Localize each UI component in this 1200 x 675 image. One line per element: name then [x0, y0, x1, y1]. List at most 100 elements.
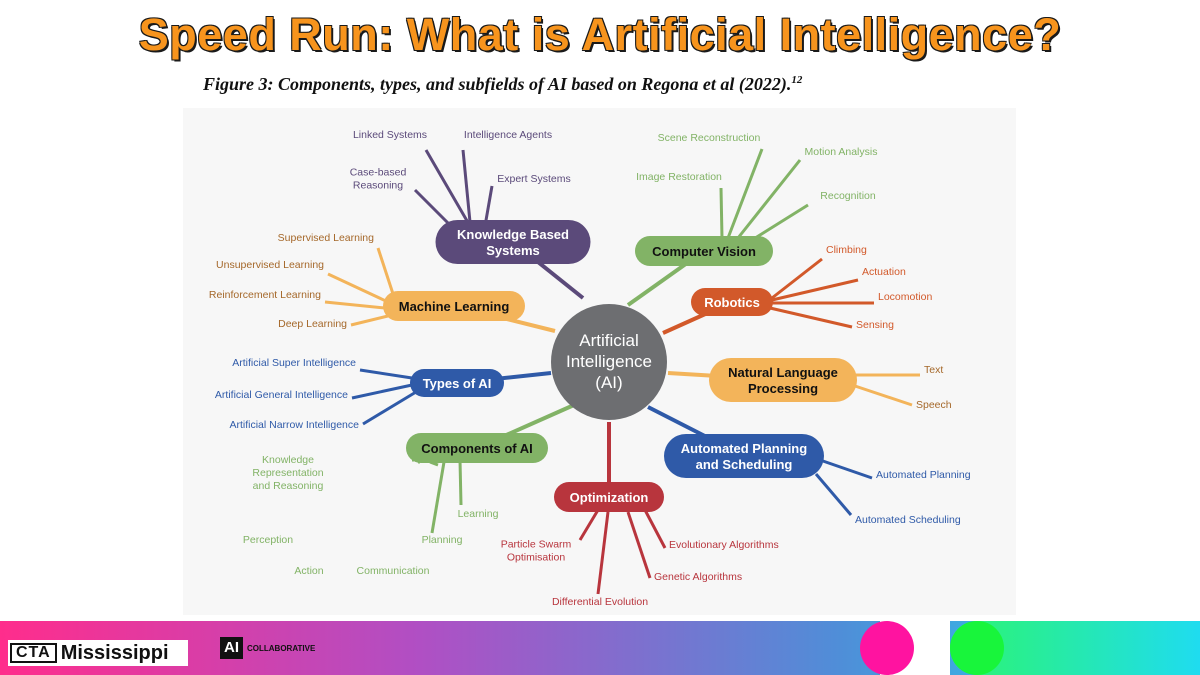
leaf-label-line: Artificial Narrow Intelligence [229, 419, 359, 431]
figure-caption: Figure 3: Components, types, and subfiel… [203, 74, 802, 95]
leaf-label-line: Automated Scheduling [855, 514, 961, 526]
hub-label: Types of AI [423, 376, 492, 391]
leaf-connector-kbs-3 [483, 185, 494, 227]
leaf-label-line: Image Restoration [636, 171, 722, 183]
hub-label-line: Types of AI [423, 376, 492, 391]
leaf-label-line: Linked Systems [353, 129, 427, 141]
center-label-line: Intelligence [566, 352, 652, 371]
leaf-label: Motion Analysis [805, 146, 878, 158]
leaf-connector-kbs-1 [461, 149, 472, 223]
leaf-connector-rob-3 [769, 306, 853, 329]
leaf-label: Speech [916, 399, 952, 411]
hub-opt [554, 482, 664, 512]
figure-caption-text: Figure 3: Components, types, and subfiel… [203, 74, 792, 94]
leaf-label-line: Text [924, 364, 943, 376]
cta-logo-text: Mississippi [60, 641, 169, 664]
leaf-label-line: Artificial Super Intelligence [232, 357, 356, 369]
leaf-label-line: Differential Evolution [552, 596, 648, 608]
leaf-label: Planning [422, 534, 463, 546]
ai-logo-text: COLLABORATIVE [247, 643, 316, 653]
leaf-connector-cv-0 [726, 148, 764, 239]
leaf-connector-opt-0 [578, 509, 600, 541]
leaf-label: Perception [243, 534, 293, 546]
leaf-connector-aps-1 [814, 473, 853, 516]
leaf-label: Differential Evolution [552, 596, 648, 608]
leaf-connector-comp-1 [458, 459, 463, 506]
leaf-connector-opt-3 [596, 511, 610, 595]
leaf-label-line: Recognition [820, 190, 876, 202]
pink-dot [860, 621, 914, 675]
leaf-connector-ml-1 [327, 272, 389, 304]
center-label-line: (AI) [595, 373, 622, 392]
leaf-label-line: Speech [916, 399, 952, 411]
leaf-label: Deep Learning [278, 318, 347, 330]
leaf-label-line: Actuation [862, 266, 906, 278]
leaf-label-line: Motion Analysis [805, 146, 878, 158]
leaf-label: Genetic Algorithms [654, 571, 742, 583]
hub-label-line: and Scheduling [696, 457, 793, 472]
leaf-label-line: Reasoning [353, 180, 403, 192]
leaf-label-line: Intelligence Agents [464, 129, 552, 141]
leaf-connector-ml-0 [376, 247, 397, 301]
hub-label: Optimization [570, 490, 649, 505]
leaf-label-line: Evolutionary Algorithms [669, 539, 779, 551]
leaf-label-line: Expert Systems [497, 173, 571, 185]
leaf-label: Sensing [856, 319, 894, 331]
leaf-label: Intelligence Agents [464, 129, 552, 141]
leaf-connector-ml-2 [324, 300, 386, 310]
hub-label-line: Machine Learning [399, 299, 510, 314]
leaf-label-line: Supervised Learning [278, 232, 374, 244]
ai-logo-mark: AI [220, 637, 243, 659]
center-label-line: Artificial [579, 331, 639, 350]
leaf-label-line: Case-based [350, 167, 407, 179]
hub-types [410, 369, 504, 397]
leaf-label: Scene Reconstruction [658, 132, 761, 144]
leaf-label-line: Genetic Algorithms [654, 571, 742, 583]
leaf-label: Action [294, 565, 323, 577]
leaf-label-line: Artificial General Intelligence [215, 389, 348, 401]
hub-nlp [709, 358, 857, 402]
figure-caption-reference: 12 [791, 74, 803, 86]
leaf-connector-rob-0 [771, 257, 823, 300]
leaf-label: Communication [357, 565, 430, 577]
cta-logo-mark: CTA [10, 643, 57, 663]
hub-label-line: Components of AI [421, 441, 532, 456]
leaf-label: Automated Scheduling [855, 514, 961, 526]
leaf-label: Learning [458, 508, 499, 520]
hub-comp [406, 433, 548, 463]
leaf-label: Automated Planning [876, 469, 971, 481]
leaf-label-line: Planning [422, 534, 463, 546]
leaf-connector-kbs-0 [424, 149, 472, 227]
hub-label: Computer Vision [652, 244, 756, 259]
leaf-connector-aps-0 [819, 458, 873, 480]
leaf-label-line: Unsupervised Learning [216, 259, 324, 271]
leaf-label-line: Climbing [826, 244, 867, 256]
hub-rob [691, 288, 773, 316]
leaf-label: Artificial General Intelligence [215, 389, 348, 401]
leaf-label: Locomotion [878, 291, 932, 303]
leaf-label-line: and Reasoning [253, 480, 324, 492]
ai-collaborative-logo: AI COLLABORATIVE [220, 627, 315, 669]
hub-aps [664, 434, 824, 478]
leaf-label: Expert Systems [497, 173, 571, 185]
leaf-label-line: Perception [243, 534, 293, 546]
leaf-label: Actuation [862, 266, 906, 278]
leaf-label-line: Particle Swarm [501, 539, 572, 551]
hub-label-line: Natural Language [728, 365, 838, 380]
leaf-connector-opt-2 [626, 511, 652, 579]
leaf-label: Supervised Learning [278, 232, 374, 244]
leaf-label-line: Learning [458, 508, 499, 520]
hub-cv [635, 236, 773, 266]
leaf-label-line: Automated Planning [876, 469, 971, 481]
leaf-label-line: Action [294, 565, 323, 577]
hub-label: Machine Learning [399, 299, 510, 314]
leaf-connector-types-1 [351, 383, 413, 400]
leaf-label: Unsupervised Learning [216, 259, 324, 271]
leaf-label-line: Knowledge [262, 454, 314, 466]
center-node [551, 304, 667, 420]
